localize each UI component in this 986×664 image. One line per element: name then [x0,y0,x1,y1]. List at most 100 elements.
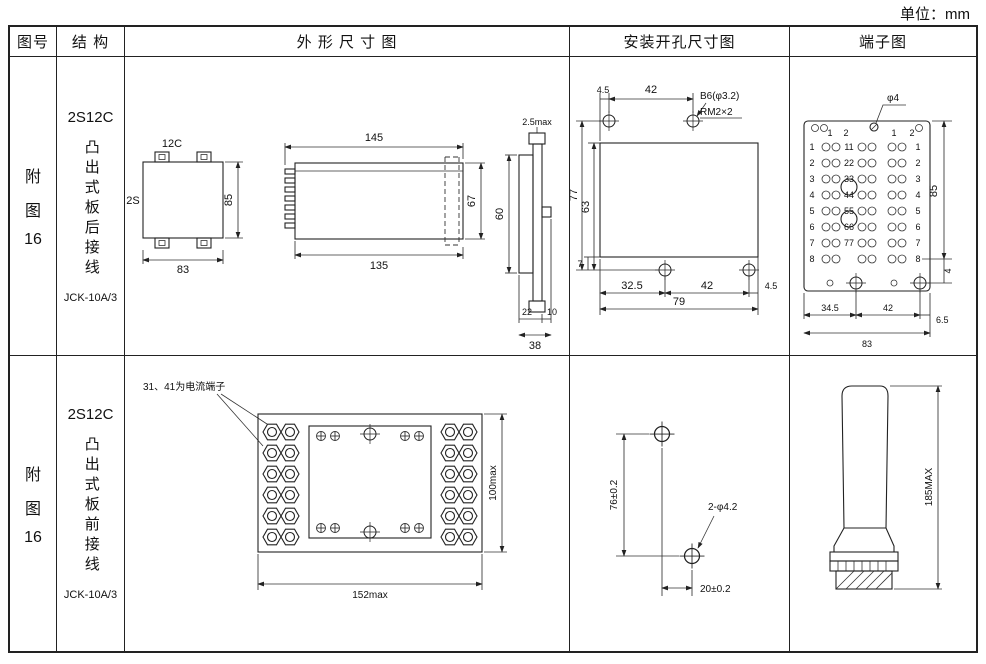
row1-structure: 2S12C 凸出式板后接线 JCK-10A/3 [57,57,125,356]
row1-mounting-svg: 4.5 42 B6(φ3.2) RM2×2 77 63 7 [570,84,777,315]
dim-left2: 63 [580,201,592,213]
dim-bot2: 42 [701,280,713,292]
pair-num: 11 [844,142,853,152]
row-num: 7 [915,238,920,248]
structure-desc: 凸出式板前接线 [82,436,100,576]
row-num: 1 [809,142,814,152]
row1-outline-svg: 12C 2S 83 85 [126,117,557,352]
row2-fig-no: 附 图 16 [10,356,57,651]
row1-terminal-drawing: φ4 1 2 1 2 1 11 1 2 [790,57,976,356]
dim-top1: 4.5 [597,85,610,95]
row1-mounting-drawing: 4.5 42 B6(φ3.2) RM2×2 77 63 7 [570,57,790,356]
row-num: 6 [915,222,920,232]
structure-code: JCK-10A/3 [63,291,118,304]
unit-label: 单位：mm [900,6,970,23]
mounting-hole [678,542,706,570]
dim-outline-height: 100max [488,465,499,501]
terminal-block: φ4 1 2 1 2 1 11 1 2 [803,93,953,349]
screw-spec-label: RM2×2 [700,107,733,118]
row-num: 3 [915,174,920,184]
front-wiring-view: 31、41为电流端子 [143,380,507,601]
pair-num: 66 [844,222,854,232]
header-outline: 外 形 尺 寸 图 [125,27,570,57]
row1-outline-drawing: 12C 2S 83 85 [125,57,570,356]
fig-char: 附 [24,169,41,186]
row-num: 5 [809,206,814,216]
fig-char: 图 [24,203,41,220]
dim-edge-d1: 22 [522,307,532,317]
dim-front-height: 85 [223,194,235,206]
row-num: 3 [809,174,814,184]
row2-outline-svg: 31、41为电流端子 [143,380,507,601]
dim-edge-height: 60 [494,208,506,220]
col-header: 2 [909,128,914,138]
mounting-cutout: 4.5 42 B6(φ3.2) RM2×2 77 63 7 [570,84,777,315]
col-header: 2 [843,128,848,138]
fig-char: 图 [24,500,41,518]
dim-terminal-bot3: 6.5 [936,315,949,325]
dim-terminal-bot2: 42 [883,303,893,313]
front-top-label: 12C [162,138,182,150]
edge-view: 2.5max 60 22 10 [494,117,557,352]
row-num: 6 [809,222,814,232]
row-num: 2 [809,158,814,168]
dim-edge-top: 2.5max [522,117,552,127]
row2-mounting-drawing: 76±0.2 2-φ4.2 20±0.2 [570,356,790,651]
dim-terminal-right: 85 [928,185,940,197]
dim-mounting-bottom: 20±0.2 [700,584,731,595]
row2-outline-drawing: 31、41为电流端子 [125,356,570,651]
dim-bot4: 79 [673,296,685,308]
dim-edge-d3: 38 [529,340,541,352]
front-left-label: 2S [126,195,139,207]
hole-spec-label: 2-φ4.2 [708,502,738,513]
dim-side-bottom: 135 [370,260,388,272]
side-view: 145 135 67 [284,132,485,272]
mounting-holes: 76±0.2 2-φ4.2 20±0.2 [609,420,738,596]
pair-num: 77 [844,238,854,248]
dim-top2: 42 [645,84,657,96]
col-header: 1 [827,128,832,138]
row-num: 2 [915,158,920,168]
dim-left1: 77 [570,189,580,201]
mounting-hole [648,420,676,448]
dim-side-top: 145 [365,132,383,144]
row-num: 7 [809,238,814,248]
dim-mounting-left: 76±0.2 [609,479,620,510]
row-num: 8 [915,254,920,264]
terminal-hole-callout: φ4 [887,93,899,104]
dim-terminal-bot4: 83 [862,339,872,349]
structure-model: 2S12C [67,406,114,423]
fig-char: 16 [24,528,42,546]
pair-num: 22 [844,158,854,168]
header-fig-no: 图号 [10,27,57,57]
row-num: 4 [809,190,814,200]
terminal-rows: 1 11 1 2 22 2 3 33 [809,142,920,264]
row2-structure: 2S12C 凸出式板前接线 JCK-10A/3 [57,356,125,651]
row1-fig-no: 附 图 16 [10,57,57,356]
row2-terminal-drawing: 185MAX [790,356,976,651]
dim-front-width: 83 [177,264,189,276]
dim-terminal-bot1: 34.5 [821,303,839,313]
hole-spec-label: B6(φ3.2) [700,91,739,102]
pair-num: 33 [844,174,854,184]
dim-bot1: 32.5 [621,280,642,292]
structure-model: 2S12C [67,108,114,126]
row1-terminal-svg: φ4 1 2 1 2 1 11 1 2 [803,93,953,349]
dim-outline-width: 152max [352,590,388,601]
row2-terminal-svg: 185MAX [829,385,942,590]
fig-char: 16 [24,231,42,248]
header-structure: 结 构 [57,27,125,57]
row-num: 5 [915,206,920,216]
dim-side-height: 67 [466,195,478,207]
front-view: 12C 2S 83 85 [126,138,243,276]
current-terminal-note: 31、41为电流端子 [143,380,225,393]
fig-char: 附 [24,466,41,484]
row-num: 8 [809,254,814,264]
pair-num: 44 [844,190,854,200]
structure-desc: 凸出式板后接线 [82,138,100,279]
dim-edge-d2: 10 [547,307,557,317]
dim-terminal-small: 4 [943,268,953,273]
header-mounting: 安装开孔尺寸图 [570,27,790,57]
row2-mounting-svg: 76±0.2 2-φ4.2 20±0.2 [609,420,738,596]
